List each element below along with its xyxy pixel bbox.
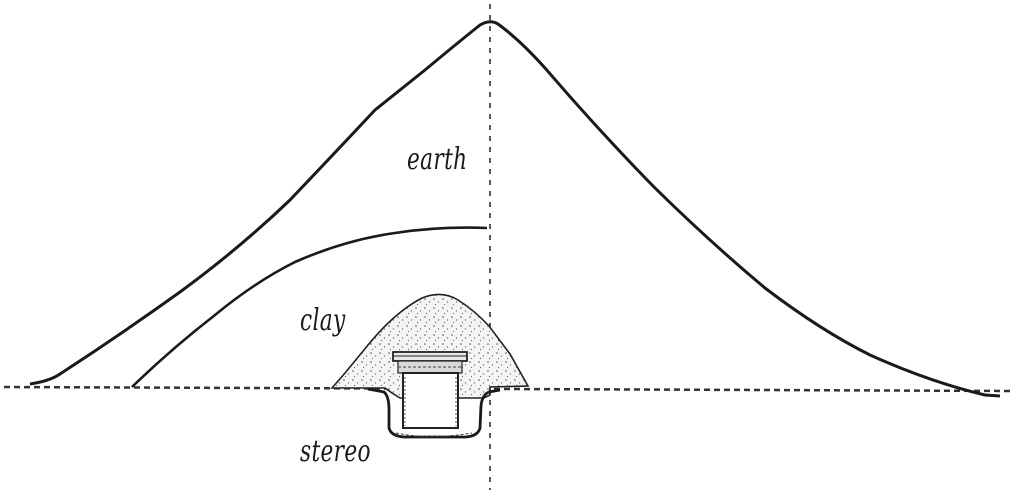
label-earth: earth [407,142,468,177]
burial-pit [367,387,501,439]
pit-floor [395,432,473,437]
label-clay: clay [300,303,346,338]
inner-core-mound [330,293,530,399]
label-stereo: stereo [300,434,371,469]
mound-profile [29,20,1001,398]
ground-line [3,385,1013,393]
clay-earth-boundary [131,226,488,388]
burial-chamber [392,351,468,429]
